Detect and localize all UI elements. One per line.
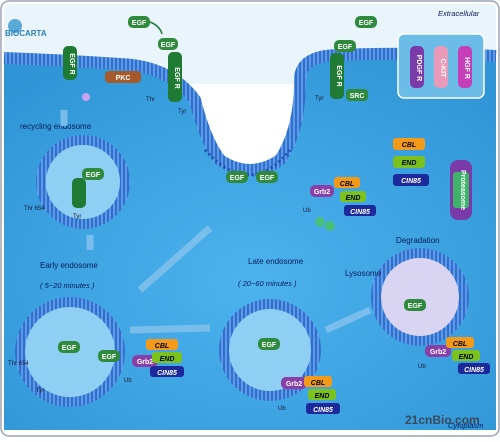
label-extracellular: Extracellular [438, 9, 480, 18]
proteasome-label: Proteasome [459, 170, 466, 210]
cin85-label: CIN85 [464, 367, 484, 374]
cbl-label: CBL [155, 343, 169, 350]
ubiquitin-icon [315, 217, 325, 227]
lysosome: EGF Grb2 CBL END CIN85 Ub [371, 248, 490, 374]
arrow-pit-to-early [137, 225, 213, 293]
receptor-family-box: PDGF R C-KIT HGF R [397, 33, 485, 99]
label-recycling-endosome: recycling endosome [20, 122, 92, 131]
pkc: PKC Thr Tyr [82, 71, 186, 115]
ub-label: Ub [278, 406, 286, 412]
grb2-label: Grb2 [286, 381, 302, 388]
egf-label: EGF [262, 342, 277, 349]
egf-label: EGF [230, 175, 245, 182]
logo-globe-icon [8, 19, 22, 33]
hgfr-label: HGF R [463, 57, 470, 79]
arrow-early-to-late [129, 324, 211, 334]
pdgfr-label: PDGF R [415, 55, 422, 81]
late-endosome: EGF Grb2 CBL END CIN85 Ub [219, 299, 340, 414]
cin85-label: CIN85 [157, 370, 177, 377]
thr-label: Thr [146, 97, 155, 103]
cytoplasm-region [4, 53, 496, 430]
ubiquitin-icon [325, 221, 335, 231]
ub-label: Ub [124, 378, 132, 384]
ub-label: Ub [303, 208, 311, 214]
label-lysosome: Lysosome [345, 269, 382, 278]
end-label: END [402, 160, 417, 167]
egfr-label: EGF R [68, 53, 75, 74]
egf-bound-receptor-1: EGF EGF EGF R [128, 16, 182, 102]
tyr-label: Tyr [178, 109, 186, 115]
cbl-label: CBL [311, 380, 325, 387]
end-label: END [315, 393, 330, 400]
tyr-label: Tyr [315, 96, 323, 102]
egf-label: EGF [132, 20, 147, 27]
egf-label: EGF [260, 175, 275, 182]
logo-text: BIOCARTA [5, 29, 47, 38]
egfr-label: EGF R [173, 67, 180, 88]
label-late-time: ( 20~60 minutes ) [238, 279, 297, 288]
egf-label: EGF [62, 345, 77, 352]
egf-label: EGF [86, 172, 101, 179]
clathrin-coated-pit [203, 148, 292, 177]
tyr-label: Tyr [36, 388, 44, 394]
label-cytoplasm: Cytoplasm [448, 421, 483, 430]
label-early-endosome: Early endosome [40, 261, 98, 270]
adaptor-stack-membrane: CBL END CIN85 [393, 138, 429, 186]
biocarta-logo: BIOCARTA [5, 19, 47, 38]
pit-receptor-complex: EGF EGF Grb2 CBL END CIN85 Ub [226, 171, 376, 231]
egfr-label: EGF R [335, 65, 342, 86]
egf-label: EGF [102, 354, 117, 361]
thr654-label: Thr 654 [24, 206, 45, 212]
grb2-label: Grb2 [314, 189, 330, 196]
trafficking-arrows [60, 110, 372, 334]
egf-label: EGF [359, 20, 374, 27]
egfr-inactive: EGF R [63, 46, 77, 80]
watermark: 21cnBio.com [405, 413, 480, 427]
end-label: END [346, 195, 361, 202]
cin85-label: CIN85 [401, 178, 421, 185]
label-early-time: ( 5~20 minutes ) [40, 281, 95, 290]
phosphate-icon [82, 93, 90, 101]
grb2-label: Grb2 [137, 359, 153, 366]
label-late-endosome: Late endosome [248, 257, 304, 266]
end-label: END [160, 356, 175, 363]
ub-label: Ub [418, 364, 426, 370]
egf-label: EGF [408, 303, 423, 310]
cbl-label: CBL [402, 142, 416, 149]
thr654-label: Thr 654 [8, 361, 29, 367]
grb2-label: Grb2 [430, 349, 446, 356]
cbl-label: CBL [453, 341, 467, 348]
egf-label: EGF [161, 42, 176, 49]
label-degradation: Degradation [396, 236, 440, 245]
early-endosome: EGF EGF Grb2 CBL END CIN85 Ub Thr 654 Ty… [8, 297, 184, 407]
src-complex: EGF EGF EGF R SRC Tyr [315, 16, 377, 102]
egf-label: EGF [338, 44, 353, 51]
cin85-label: CIN85 [313, 407, 333, 414]
cbl-label: CBL [340, 181, 354, 188]
arrow-late-to-lysosome [324, 306, 372, 334]
proteasome: Proteasome [450, 160, 472, 220]
src-label: SRC [350, 93, 365, 100]
cin85-label: CIN85 [350, 209, 370, 216]
ckit-label: C-KIT [439, 59, 446, 78]
end-label: END [459, 354, 474, 361]
binding-arrow [149, 21, 163, 35]
recycling-endosome: EGF Thr 654 Tyr [24, 135, 130, 229]
tyr-label: Tyr [73, 214, 81, 220]
pkc-label: PKC [116, 75, 131, 82]
